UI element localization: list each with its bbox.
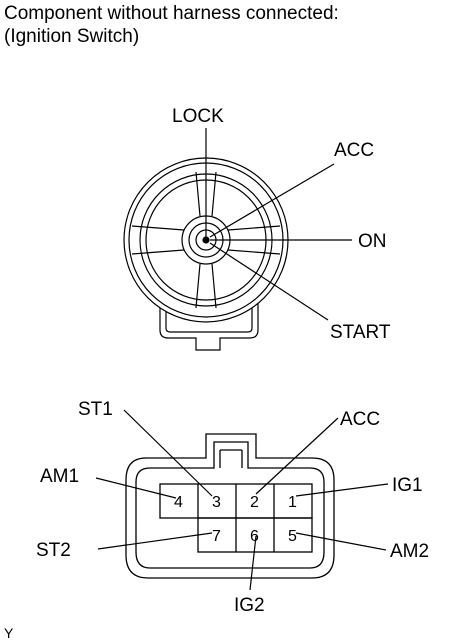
am1-label: AM1 (40, 466, 79, 487)
st1-label: ST1 (78, 399, 113, 420)
caption-line-1: Component without harness connected: (4, 3, 339, 24)
am2-label: AM2 (390, 541, 429, 562)
connector-housing (125, 433, 335, 579)
caption-line-2: (Ignition Switch) (4, 26, 140, 47)
terminal-5-number: 5 (288, 528, 297, 545)
ignition-switch-body (123, 157, 289, 351)
switch-leader-lines (205, 128, 352, 321)
start-label: START (330, 322, 391, 343)
terminal-7-number: 7 (212, 528, 221, 545)
acc-position-label: ACC (334, 140, 374, 161)
connector-leader-lines (95, 409, 389, 591)
on-label: ON (358, 231, 387, 252)
figure-caption: Component without harness connected: (Ig… (4, 2, 339, 48)
st2-label: ST2 (36, 540, 71, 561)
terminal-3-number: 3 (212, 494, 221, 511)
terminal-4-number: 4 (174, 494, 183, 511)
terminal-6-number: 6 (250, 528, 259, 545)
figure-code: Y (4, 625, 14, 641)
terminal-2-number: 2 (250, 494, 259, 511)
ig2-label: IG2 (234, 595, 265, 616)
acc-terminal-label: ACC (340, 409, 380, 430)
terminal-1-number: 1 (288, 494, 297, 511)
lock-label: LOCK (172, 106, 224, 127)
ig1-label: IG1 (392, 475, 423, 496)
